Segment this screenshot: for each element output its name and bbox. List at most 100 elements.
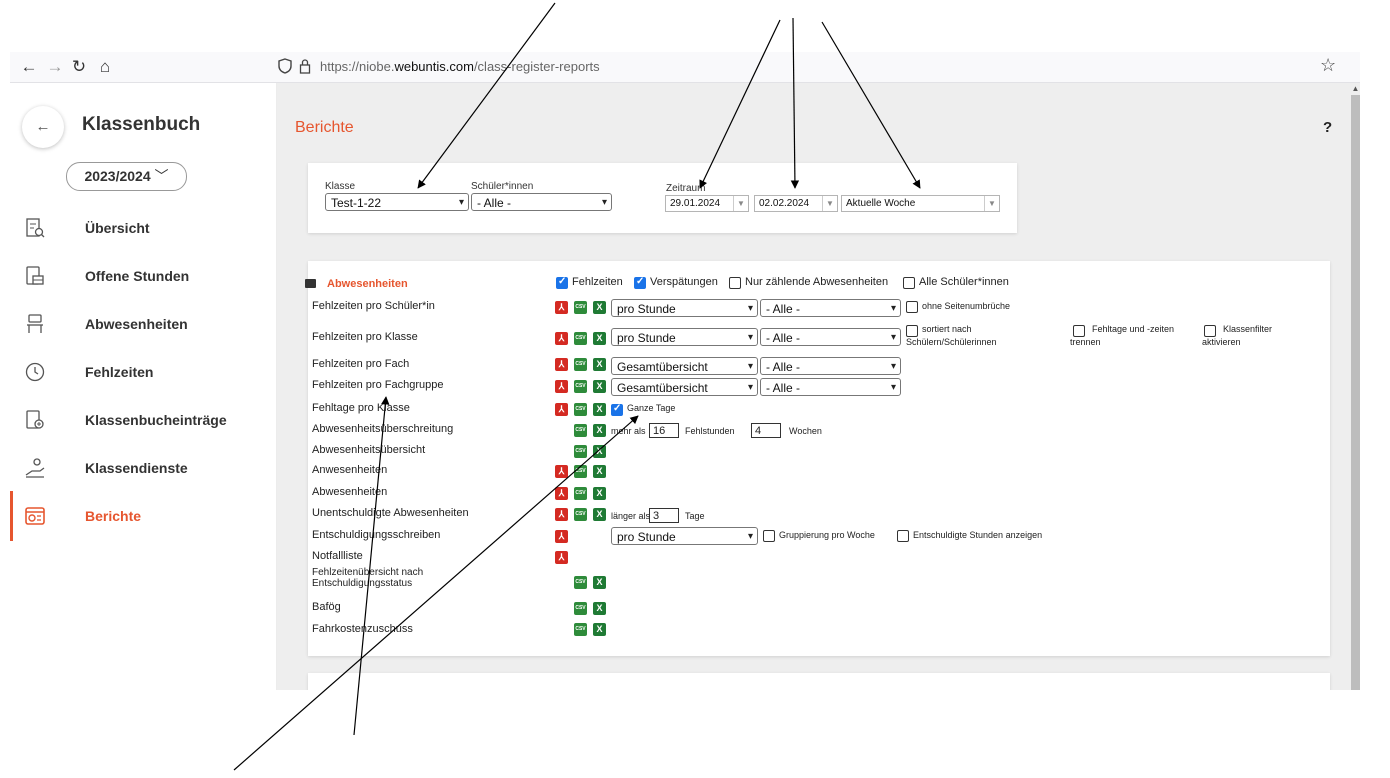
excel-export-icon[interactable]: X — [593, 301, 606, 314]
klassenfilter-checkbox[interactable] — [1204, 325, 1216, 337]
period-select[interactable]: Aktuelle Woche▼ — [841, 195, 1000, 212]
lock-icon[interactable] — [299, 58, 311, 74]
sidebar-item-klassenbucheintraege[interactable]: Klassenbucheinträge — [10, 406, 276, 436]
sidebar-item-berichte[interactable]: Berichte — [10, 502, 276, 532]
fehlzeiten-schueler-filter-select[interactable]: - Alle -▾ — [760, 299, 901, 317]
pdf-export-icon[interactable]: ⅄ — [555, 332, 568, 345]
excel-export-icon[interactable]: X — [593, 332, 606, 345]
wochen-input[interactable]: 4 — [751, 423, 781, 438]
excel-export-icon[interactable]: X — [593, 403, 606, 416]
chevron-down-icon: ▾ — [747, 531, 753, 542]
csv-export-icon[interactable]: CSV — [574, 332, 587, 345]
reload-icon[interactable]: ↻ — [71, 57, 87, 76]
alle-schueler-checkbox[interactable] — [903, 277, 915, 289]
report-row-label: Notfallliste — [312, 550, 363, 562]
sidebar-item-klassendienste[interactable]: Klassendienste — [10, 454, 276, 484]
pdf-export-icon[interactable]: ⅄ — [555, 530, 568, 543]
csv-export-icon[interactable]: CSV — [574, 301, 587, 314]
ganze-tage-checkbox[interactable] — [611, 403, 623, 416]
csv-export-icon[interactable]: CSV — [574, 424, 587, 437]
fehlzeiten-schueler-mode-select[interactable]: pro Stunde▾ — [611, 299, 758, 317]
tage-input[interactable]: 3 — [649, 508, 679, 523]
klasse-select[interactable]: Test-1-22▾ — [325, 193, 469, 211]
scroll-up-icon[interactable]: ▲ — [1351, 83, 1360, 95]
forward-arrow-icon[interactable]: → — [46, 57, 64, 76]
vertical-scrollbar[interactable] — [1351, 83, 1360, 690]
report-row-label: Fehlzeiten pro Fach — [312, 358, 410, 370]
nur-zaehlende-checkbox[interactable] — [729, 277, 741, 289]
pdf-export-icon[interactable]: ⅄ — [555, 380, 568, 393]
chevron-down-icon[interactable]: ▼ — [984, 196, 999, 211]
chevron-down-icon[interactable]: ▼ — [822, 196, 837, 211]
fehlzeiten-fach-filter-select[interactable]: - Alle -▾ — [760, 357, 901, 375]
excel-export-icon[interactable]: X — [593, 487, 606, 500]
excel-export-icon[interactable]: X — [593, 445, 606, 458]
sidebar-item-uebersicht[interactable]: Übersicht — [10, 214, 276, 244]
shield-icon[interactable] — [278, 58, 292, 74]
klasse-value: Test-1-22 — [331, 196, 382, 210]
sidebar-title: Klassenbuch — [82, 114, 201, 135]
fehlzeiten-fachgruppe-filter-select[interactable]: - Alle -▾ — [760, 378, 901, 396]
csv-export-icon[interactable]: CSV — [574, 487, 587, 500]
pdf-export-icon[interactable]: ⅄ — [555, 551, 568, 564]
excel-export-icon[interactable]: X — [593, 358, 606, 371]
excel-export-icon[interactable]: X — [593, 380, 606, 393]
csv-export-icon[interactable]: CSV — [574, 465, 587, 478]
fehlzeiten-checkbox[interactable] — [556, 276, 568, 289]
next-section-card — [308, 673, 1330, 690]
pdf-export-icon[interactable]: ⅄ — [555, 487, 568, 500]
csv-export-icon[interactable]: CSV — [574, 445, 587, 458]
verspaetungen-checkbox[interactable] — [634, 276, 646, 289]
fehlstunden-input[interactable]: 16 — [649, 423, 679, 438]
report-row-label: Fahrkostenzuschuss — [312, 623, 413, 635]
sidebar-item-abwesenheiten[interactable]: Abwesenheiten — [10, 310, 276, 340]
report-row-label: Fehlzeiten pro Schüler*in — [312, 300, 435, 312]
pdf-export-icon[interactable]: ⅄ — [555, 358, 568, 371]
excel-export-icon[interactable]: X — [593, 424, 606, 437]
pdf-export-icon[interactable]: ⅄ — [555, 508, 568, 521]
sidebar-back-button[interactable]: ← — [22, 106, 64, 148]
entschuldigte-stunden-checkbox[interactable] — [897, 530, 909, 542]
excel-export-icon[interactable]: X — [593, 623, 606, 636]
fehlzeiten-klasse-filter-select[interactable]: - Alle -▾ — [760, 328, 901, 346]
gruppierung-checkbox[interactable] — [763, 530, 775, 542]
fehlzeiten-klasse-mode-select[interactable]: pro Stunde▾ — [611, 328, 758, 346]
bookmark-star-icon[interactable]: ☆ — [1320, 55, 1337, 75]
home-icon[interactable]: ⌂ — [99, 57, 111, 76]
csv-export-icon[interactable]: CSV — [574, 602, 587, 615]
help-button[interactable]: ? — [1323, 119, 1333, 136]
date-to-input[interactable]: 02.02.2024▼ — [754, 195, 838, 212]
back-arrow-icon[interactable]: ← — [20, 57, 38, 76]
csv-export-icon[interactable]: CSV — [574, 358, 587, 371]
sidebar-item-label: Abwesenheiten — [85, 316, 188, 332]
url-domain: webuntis.com — [394, 59, 474, 74]
excel-export-icon[interactable]: X — [593, 508, 606, 521]
pdf-export-icon[interactable]: ⅄ — [555, 465, 568, 478]
address-bar[interactable]: https://niobe.webuntis.com/class-registe… — [320, 59, 600, 74]
sidebar-item-fehlzeiten[interactable]: Fehlzeiten — [10, 358, 276, 388]
csv-export-icon[interactable]: CSV — [574, 623, 587, 636]
sidebar-item-offene-stunden[interactable]: Offene Stunden — [10, 262, 276, 292]
csv-export-icon[interactable]: CSV — [574, 380, 587, 393]
excel-export-icon[interactable]: X — [593, 465, 606, 478]
entschuldigung-mode-select[interactable]: pro Stunde ▾ — [611, 527, 758, 545]
pdf-export-icon[interactable]: ⅄ — [555, 301, 568, 314]
excel-export-icon[interactable]: X — [593, 576, 606, 589]
excel-export-icon[interactable]: X — [593, 602, 606, 615]
chevron-down-icon[interactable]: ▼ — [733, 196, 748, 211]
csv-export-icon[interactable]: CSV — [574, 508, 587, 521]
fehltage-trennen-checkbox[interactable] — [1073, 325, 1085, 337]
date-from-input[interactable]: 29.01.2024▼ — [665, 195, 749, 212]
school-year-select[interactable]: 2023/2024 ﹀ — [66, 162, 187, 191]
fehlzeiten-fachgruppe-mode-select[interactable]: Gesamtübersicht▾ — [611, 378, 758, 396]
csv-export-icon[interactable]: CSV — [574, 576, 587, 589]
chevron-down-icon: ▾ — [890, 303, 896, 314]
select-value: pro Stunde — [617, 530, 676, 544]
pdf-export-icon[interactable]: ⅄ — [555, 403, 568, 416]
sortiert-nach-checkbox[interactable] — [906, 325, 918, 337]
ohne-seitenumbrueche-checkbox[interactable] — [906, 301, 918, 313]
schueler-select[interactable]: - Alle -▾ — [471, 193, 612, 211]
csv-export-icon[interactable]: CSV — [574, 403, 587, 416]
klasse-label: Klasse — [325, 181, 356, 192]
fehlzeiten-fach-mode-select[interactable]: Gesamtübersicht▾ — [611, 357, 758, 375]
